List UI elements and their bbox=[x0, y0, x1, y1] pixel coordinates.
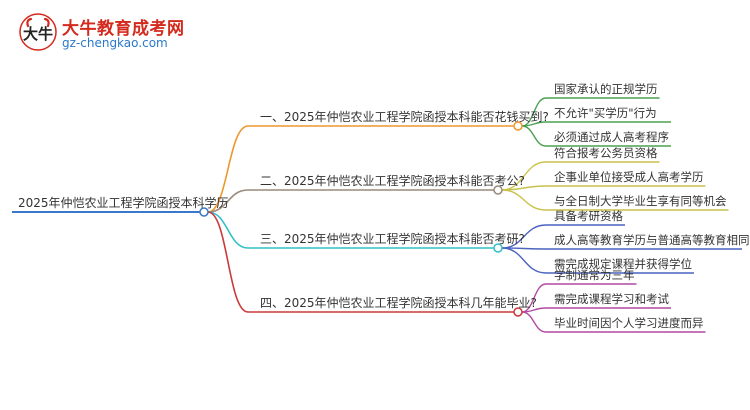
bull-logo-icon: 大牛 bbox=[19, 13, 57, 51]
branch-node-toggle[interactable] bbox=[493, 185, 503, 195]
root-node-toggle[interactable] bbox=[199, 207, 209, 217]
root-to-branch-edge bbox=[207, 125, 249, 213]
branch-to-leaf-edge bbox=[521, 311, 547, 333]
root-to-branch-edge bbox=[207, 189, 249, 213]
leaf-node-label: 与全日制大学毕业生享有同等机会 bbox=[554, 194, 727, 208]
leaf-node-label: 需完成课程学习和考试 bbox=[554, 292, 669, 306]
logo-url: gz-chengkao.com bbox=[62, 36, 168, 50]
branch-node-label: 二、2025年仲恺农业工程学院函授本科能否考公? bbox=[260, 173, 525, 188]
leaf-node-label: 具备考研资格 bbox=[554, 209, 623, 223]
site-logo[interactable]: 大牛 大牛教育成考网 gz-chengkao.com bbox=[18, 12, 184, 56]
leaf-node-label: 符合报考公务员资格 bbox=[554, 146, 658, 160]
root-node-label: 2025年仲恺农业工程学院函授本科学历 bbox=[18, 195, 229, 210]
mind-map-edges bbox=[207, 97, 547, 333]
leaf-node-label: 必须通过成人高考程序 bbox=[554, 130, 669, 144]
branch-to-leaf-edge bbox=[501, 247, 547, 274]
leaf-node-label: 成人高等教育学历与普通高等教育相同 bbox=[554, 233, 750, 247]
branch-node-toggle[interactable] bbox=[493, 243, 503, 253]
mind-map-nodes: 2025年仲恺农业工程学院函授本科学历 一、2025年仲恺农业工程学院函授本科能否… bbox=[12, 82, 750, 333]
svg-text:大牛: 大牛 bbox=[23, 25, 53, 43]
leaf-node-label: 企事业单位接受成人高考学历 bbox=[554, 170, 704, 184]
root-to-branch-edge bbox=[207, 211, 249, 313]
leaf-node-label: 国家承认的正规学历 bbox=[554, 82, 658, 96]
branch-to-leaf-edge bbox=[501, 189, 547, 211]
leaf-node-label: 不允许"买学历"行为 bbox=[554, 106, 657, 120]
branch-node-toggle[interactable] bbox=[513, 307, 523, 317]
leaf-node-label: 毕业时间因个人学习进度而异 bbox=[554, 316, 704, 330]
branch-node-label: 四、2025年仲恺农业工程学院函授本科几年能毕业? bbox=[260, 295, 537, 310]
branch-node-label: 一、2025年仲恺农业工程学院函授本科能否花钱买到? bbox=[260, 109, 549, 124]
branch-node-toggle[interactable] bbox=[513, 121, 523, 131]
logo-title: 大牛教育成考网 bbox=[62, 19, 185, 39]
branch-to-leaf-edge bbox=[521, 125, 547, 147]
root-to-branch-edge bbox=[207, 211, 249, 249]
leaf-node-label: 学制通常为三年 bbox=[554, 268, 635, 282]
branch-to-leaf-edge bbox=[521, 97, 547, 127]
branch-node-label: 三、2025年仲恺农业工程学院函授本科能否考研? bbox=[260, 231, 525, 246]
leaf-node-label: 需完成规定课程并获得学位 bbox=[554, 257, 692, 271]
branch-to-leaf-edge bbox=[521, 283, 547, 313]
